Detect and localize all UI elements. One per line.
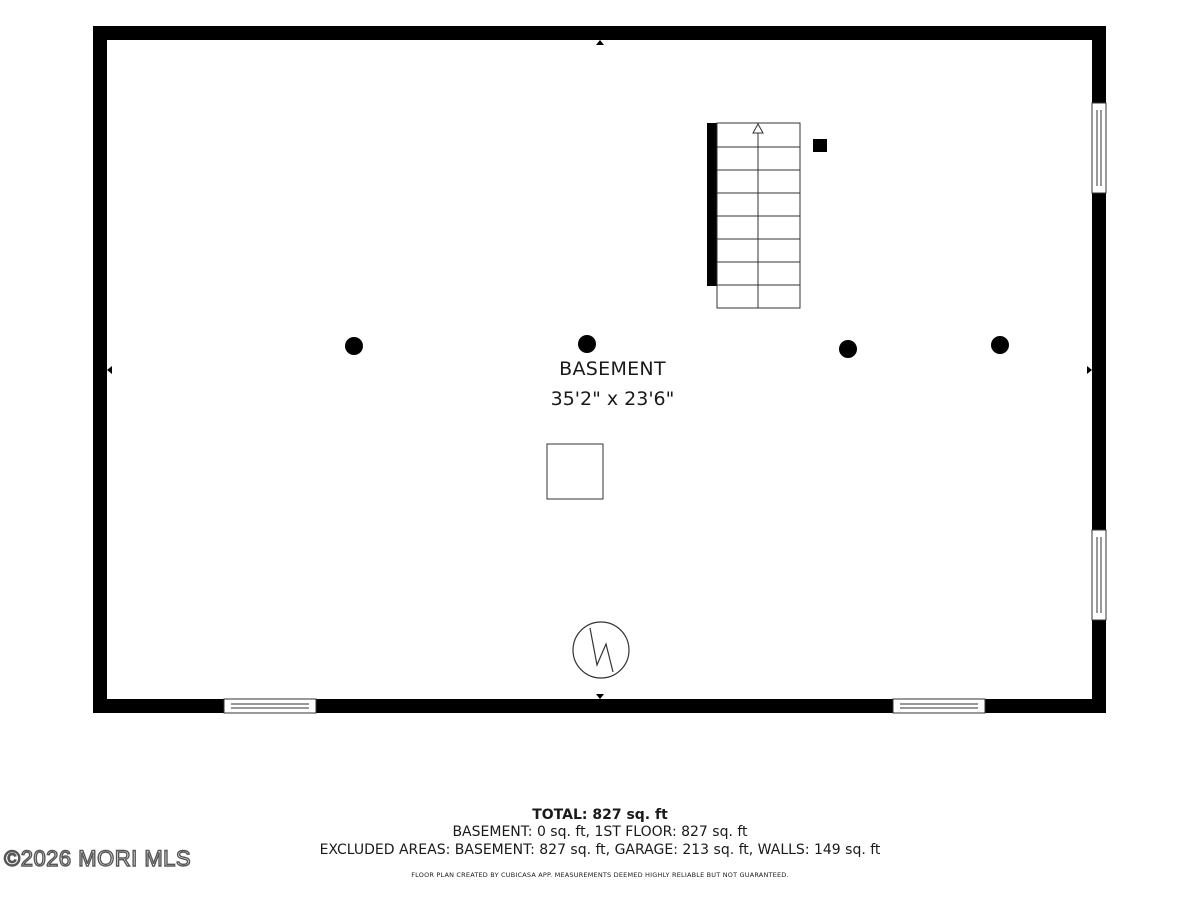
staircase	[707, 122, 801, 309]
window-bottom-left	[223, 698, 317, 714]
stair-arrow-icon	[752, 122, 764, 134]
room-dimensions: 35'2" x 23'6"	[550, 388, 675, 410]
window-bottom-right	[892, 698, 986, 714]
excluded-areas: EXCLUDED AREAS: BASEMENT: 827 sq. ft, GA…	[319, 842, 881, 858]
column-3	[839, 340, 857, 358]
column-2	[578, 335, 596, 353]
disclaimer: FLOOR PLAN CREATED BY CUBICASA APP. MEAS…	[411, 871, 789, 879]
exterior-wall	[93, 26, 1106, 713]
column-4	[991, 336, 1009, 354]
window-right-lower	[1091, 529, 1107, 621]
electrical-panel-icon	[572, 621, 630, 679]
window-right-upper	[1091, 102, 1107, 194]
marker-bottom	[596, 694, 604, 699]
total-area: TOTAL: 827 sq. ft	[532, 807, 668, 823]
marker-left	[107, 366, 112, 374]
area-breakdown: BASEMENT: 0 sq. ft, 1ST FLOOR: 827 sq. f…	[452, 824, 748, 840]
square-fixture	[546, 443, 604, 500]
marker-top	[596, 40, 604, 45]
square-post	[813, 139, 827, 152]
marker-right	[1087, 366, 1092, 374]
copyright-watermark: ©2026 MORI MLS	[3, 845, 192, 871]
column-1	[345, 337, 363, 355]
room-name: BASEMENT	[559, 358, 666, 380]
